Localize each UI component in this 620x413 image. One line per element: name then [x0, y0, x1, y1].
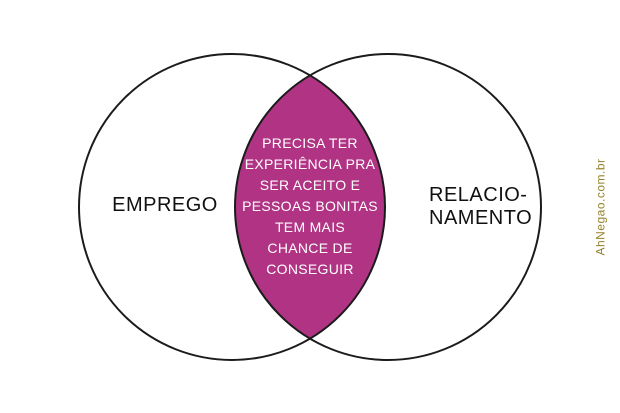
- watermark-text: AhNegao.com.br: [593, 158, 608, 256]
- left-circle: [78, 53, 386, 361]
- intersection-text-line: CONSEGUIR: [266, 261, 354, 277]
- intersection-text-line: EXPERIÊNCIA PRA: [244, 156, 376, 172]
- intersection-lens: [235, 54, 385, 360]
- intersection-text: PRECISA TER EXPERIÊNCIA PRA SER ACEITO E…: [235, 133, 385, 280]
- right-circle: [234, 53, 542, 361]
- right-circle-label: RELACIO- NAMENTO: [429, 184, 569, 230]
- intersection-text-line: PRECISA TER: [262, 135, 358, 151]
- intersection-text-line: TEM MAIS: [274, 219, 346, 235]
- intersection-text-line: PESSOAS BONITAS: [242, 198, 378, 214]
- intersection-text-line: CHANCE DE: [267, 240, 353, 256]
- left-circle-label: EMPREGO: [112, 194, 218, 216]
- right-circle-label-line: RELACIO-: [429, 184, 528, 206]
- right-circle-label-line: NAMENTO: [429, 207, 533, 229]
- intersection-text-line: SER ACEITO E: [259, 177, 361, 193]
